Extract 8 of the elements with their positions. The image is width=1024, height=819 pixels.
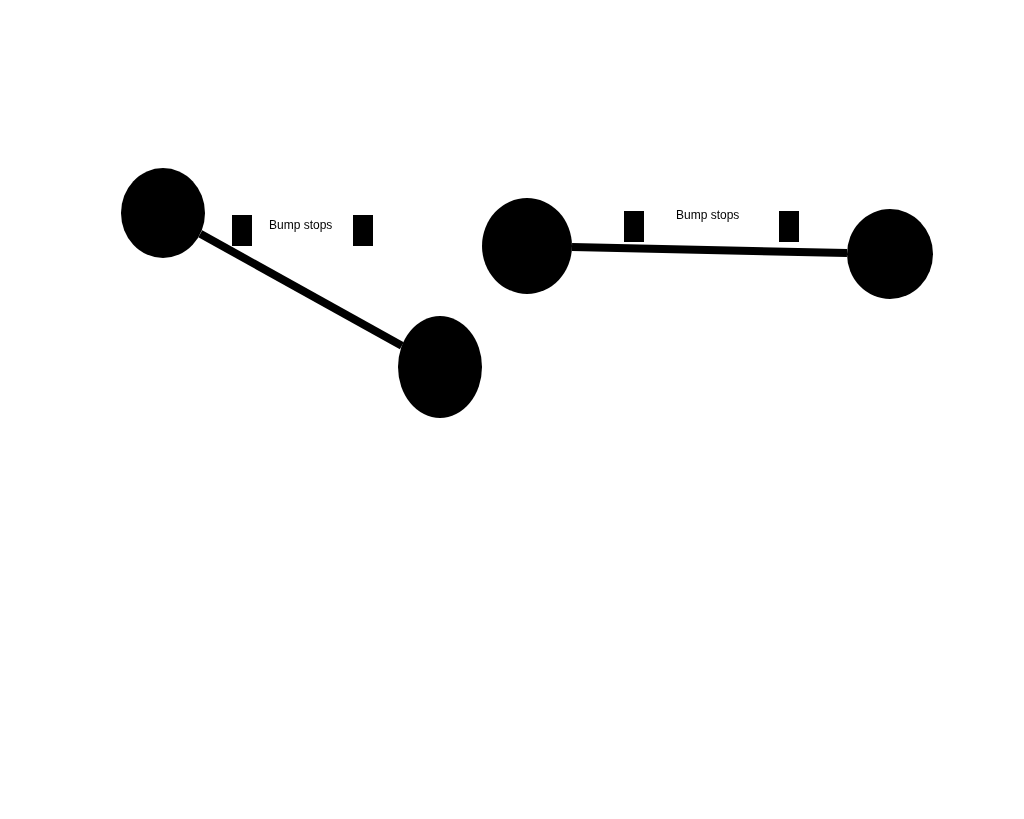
pivot-circle — [847, 209, 933, 299]
pivot-circle — [121, 168, 205, 258]
part-label: Bump stops — [269, 218, 333, 232]
link-bar — [571, 243, 848, 258]
part-label: Bump stops — [676, 208, 740, 222]
link-bar — [198, 230, 404, 350]
pivot-circle — [482, 198, 572, 294]
pivot-circle — [398, 316, 482, 418]
